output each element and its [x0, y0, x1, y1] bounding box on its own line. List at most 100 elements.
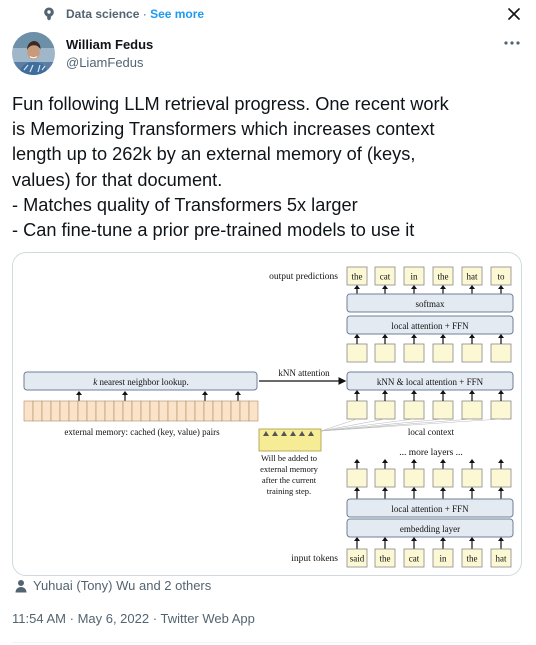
flow-arrowhead: [411, 390, 417, 394]
local-attention-top-box: [346, 315, 514, 335]
input-token-label: cat: [409, 554, 420, 564]
transfer-line: [320, 418, 415, 432]
person-icon: [15, 580, 27, 593]
hidden-arrows-4: [354, 487, 504, 499]
flow-arrowhead: [440, 537, 446, 541]
flow-arrowhead: [440, 459, 446, 463]
tweet-source[interactable]: Twitter Web App: [160, 611, 255, 626]
memory-cell: [203, 400, 214, 422]
hidden-state-row-1: [346, 343, 512, 363]
memory-cell: [167, 400, 178, 422]
author-name[interactable]: William Fedus: [66, 37, 154, 52]
flow-arrowhead: [411, 537, 417, 541]
memory-cell: [122, 400, 133, 422]
flow-arrowhead: [469, 459, 475, 463]
memory-cell: [86, 400, 97, 422]
input-token-box: [490, 548, 512, 568]
local-context-box: [403, 400, 425, 420]
softmax-box: [346, 293, 514, 313]
local-attention-top-label: local attention + FFN: [391, 321, 469, 331]
memory-cell: [95, 400, 106, 422]
hidden-state-box: [490, 468, 512, 488]
flow-arrowhead: [235, 391, 241, 395]
embedding-layer-box: [346, 518, 514, 538]
hidden-state-box: [432, 343, 454, 363]
memory-cell: [212, 400, 223, 422]
memory-cell: [41, 400, 52, 422]
tweet-text: Fun following LLM retrieval progress. On…: [12, 94, 449, 241]
flow-arrowhead: [411, 487, 417, 491]
tweet-meta: 11:54 AM · May 6, 2022 · Twitter Web App: [12, 611, 255, 626]
flow-arrowhead: [354, 459, 360, 463]
avatar[interactable]: [12, 32, 55, 75]
flow-arrowhead: [498, 334, 504, 338]
input-token-label: hat: [496, 554, 507, 564]
hidden-state-box: [346, 343, 368, 363]
memory-cell: [68, 400, 79, 422]
input-token-label: the: [380, 554, 391, 564]
output-token-label: hat: [467, 272, 478, 282]
local-context-box: [346, 400, 368, 420]
see-more-link[interactable]: See more: [150, 7, 205, 21]
embedding-layer-label: embedding layer: [400, 524, 460, 534]
flow-arrowhead: [411, 459, 417, 463]
topic-name[interactable]: Data science: [66, 7, 140, 21]
hidden-state-box: [461, 468, 483, 488]
input-token-label: said: [350, 554, 365, 564]
memory-cell: [32, 400, 43, 422]
memory-cell: [50, 400, 61, 422]
flow-arrowhead: [382, 390, 388, 394]
transfer-line: [320, 418, 358, 432]
author-handle[interactable]: @LiamFedus: [66, 55, 144, 70]
new-memory-arrowhead: [263, 431, 269, 436]
flow-arrowhead: [76, 391, 82, 395]
flow-arrowhead: [498, 390, 504, 394]
new-memory-arrows: [263, 431, 314, 436]
memory-transfer-lines: [320, 418, 502, 432]
memory-cell: [131, 400, 142, 422]
memory-cell: [248, 400, 259, 422]
hidden-arrows-2: [354, 390, 504, 401]
memory-cell: [113, 400, 124, 422]
transfer-line: [320, 418, 444, 432]
local-context-row: [346, 400, 512, 420]
knn-local-attention-box: [346, 371, 514, 391]
input-token-box: [461, 548, 483, 568]
flow-arrowhead: [382, 334, 388, 338]
input-arrows: [354, 537, 504, 549]
flow-arrowhead: [469, 487, 475, 491]
memory-cell: [221, 400, 232, 422]
memory-cell: [104, 400, 115, 422]
input-token-label: the: [467, 554, 478, 564]
hidden-state-box: [403, 343, 425, 363]
external-memory-row: [23, 400, 259, 422]
tweet-time[interactable]: 11:54 AM: [12, 611, 66, 626]
hidden-state-box: [403, 468, 425, 488]
new-memory-arrowhead: [281, 431, 287, 436]
local-attention-bottom-label: local attention + FFN: [391, 504, 469, 514]
flow-arrowhead: [469, 390, 475, 394]
memory-cell: [140, 400, 151, 422]
knn-attention-label: kNN attention: [278, 368, 330, 378]
hidden-state-box: [432, 468, 454, 488]
meta-separator-2: ·: [152, 611, 158, 626]
output-arrows: [354, 285, 504, 294]
tweet-date[interactable]: May 6, 2022: [77, 611, 150, 626]
memory-cell: [239, 400, 250, 422]
memory-cell: [158, 400, 169, 422]
more-options-icon[interactable]: [500, 35, 524, 51]
close-icon[interactable]: [506, 6, 522, 22]
input-token-box: [403, 548, 425, 568]
meta-separator-1: ·: [69, 611, 74, 626]
output-token-label: to: [497, 272, 505, 282]
flow-arrowhead: [354, 390, 360, 394]
flow-arrowhead: [498, 285, 504, 289]
will-be-added-line-1: Will be added to: [261, 453, 317, 463]
local-context-box: [432, 400, 454, 420]
flow-arrowhead: [354, 487, 360, 491]
hidden-arrows-3: [354, 459, 504, 469]
input-token-box: [346, 548, 368, 568]
